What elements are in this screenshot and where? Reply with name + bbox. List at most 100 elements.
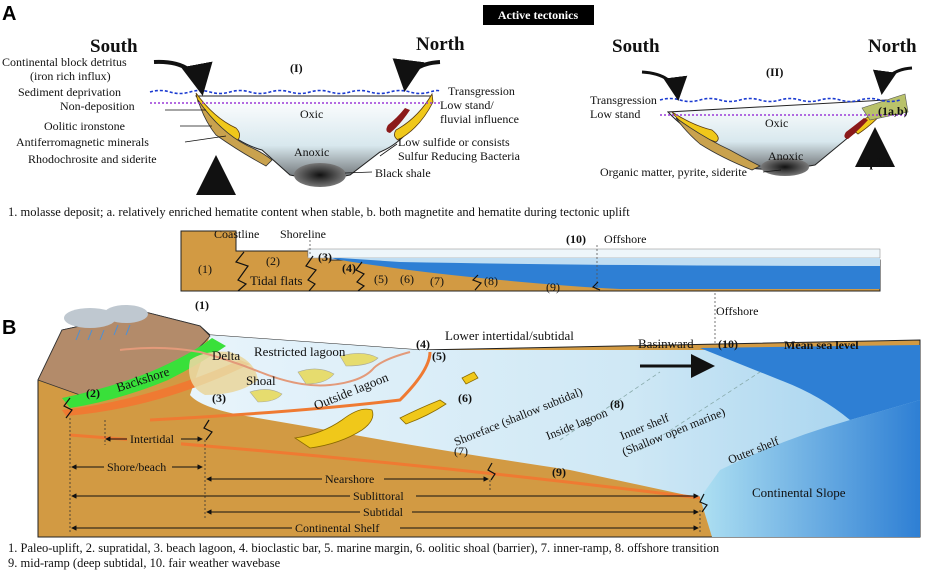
- subtidal-bg: [360, 505, 412, 519]
- zone-nearshore: Nearshore: [325, 472, 374, 486]
- basin-two-molasse: [861, 93, 909, 121]
- b-num-6: (6): [458, 391, 472, 405]
- label-transgression-two: Transgression: [590, 93, 657, 107]
- fault-b1: [63, 397, 73, 419]
- xs-sea: [330, 258, 880, 289]
- basin-one-left-slope: [197, 99, 273, 167]
- label-black-shale: Black shale: [375, 166, 431, 180]
- b-num-5: (5): [432, 349, 446, 363]
- anoxic-two: Anoxic: [768, 149, 803, 163]
- rain-clouds: [64, 305, 148, 341]
- basin-one: [149, 58, 441, 195]
- south-arrow-two: [641, 70, 688, 101]
- b-mean-sea-level: Mean sea level: [784, 338, 859, 352]
- xs-shoreline: Shoreline: [280, 227, 326, 241]
- xs-fault-2: [305, 255, 317, 292]
- panel-b-letter: B: [2, 317, 16, 339]
- label-rhodochrosite: Rhodochrosite and siderite: [28, 152, 157, 166]
- xs-offshore: Offshore: [604, 232, 646, 246]
- north-two: North: [868, 36, 917, 57]
- leader-rhodo: [184, 135, 227, 143]
- label-low-sulfide: Low sulfide or consists: [398, 135, 510, 149]
- anoxic-one: Anoxic: [294, 145, 329, 159]
- b-num-7: (7): [454, 444, 468, 458]
- fault-b3: [487, 462, 496, 481]
- basin-two: [641, 66, 913, 176]
- leader-sulfide: [379, 143, 398, 157]
- label-fluvial: fluvial influence: [440, 112, 519, 126]
- xs-num-8: (8): [484, 274, 498, 288]
- xs-sea-top: [307, 248, 881, 259]
- basin-one-right-redlayer: [386, 108, 410, 133]
- caption-line-2: 9. mid-ramp (deep subtidal, 10. fair wea…: [8, 556, 281, 570]
- panel-a-footnote: 1. molasse deposit; a. relatively enrich…: [8, 205, 630, 219]
- label-organic-matter: Organic matter, pyrite, siderite: [600, 165, 747, 179]
- xs-num-10: (10): [566, 232, 586, 246]
- oolitic-shoal-bar-3: [461, 371, 479, 385]
- xs-num-6: (6): [400, 272, 414, 286]
- xs-fault-3: [355, 261, 366, 292]
- block-sea: [190, 335, 920, 498]
- xs-num-5: (5): [374, 272, 388, 286]
- b-num-3: (3): [212, 391, 226, 405]
- label-oolitic-ironstone: Oolitic ironstone: [44, 119, 125, 133]
- shoal-2: [297, 368, 335, 385]
- xs-fault-4: [471, 274, 483, 291]
- label-low-stand-two: Low stand: [590, 107, 640, 121]
- b-restricted-lagoon: Restricted lagoon: [254, 344, 346, 359]
- xs-num-2: (2): [266, 254, 280, 268]
- panel-a-letter: A: [2, 3, 16, 25]
- south-one: South: [90, 36, 138, 57]
- label-antiferromagnetic: Antiferromagnetic minerals: [16, 135, 149, 149]
- label-non-deposition: Non-deposition: [60, 99, 135, 113]
- b-num-8: (8): [610, 397, 624, 411]
- north-one: North: [416, 34, 465, 55]
- black-shale-blob: [294, 163, 346, 187]
- sediment-deprivation-line: [149, 89, 441, 95]
- b-num-2: (2): [86, 386, 100, 400]
- dash-2: [639, 371, 761, 451]
- zone-shore: Shore/beach: [107, 460, 166, 474]
- basin-two-left-slope: [675, 117, 761, 171]
- b-basinward: Basinward: [638, 336, 694, 351]
- label-low-stand: Low stand/: [440, 98, 494, 112]
- b-num-9: (9): [552, 465, 566, 479]
- banner-text: Active tectonics: [498, 8, 579, 22]
- sublittoral-bg: [350, 489, 416, 503]
- xs-num-7: (7): [430, 274, 444, 288]
- label-iron-rich: (iron rich influx): [30, 69, 111, 83]
- b-offshore: Offshore: [716, 304, 758, 318]
- label-uplift: Uplift: [860, 155, 893, 170]
- transgression-two-line: [659, 97, 901, 103]
- label-transgression-one: Transgression: [448, 84, 515, 98]
- zone-sublittoral: Sublittoral: [353, 489, 404, 503]
- river: [119, 346, 411, 387]
- xs-num-1: (1): [198, 262, 212, 276]
- xs-fault-1: [234, 251, 249, 292]
- xs-tidal-flats: Tidal flats: [250, 273, 303, 288]
- b-num-10: (10): [718, 337, 738, 351]
- fault-b2: [203, 419, 213, 441]
- oxic-one: Oxic: [300, 107, 323, 121]
- label-sediment-deprivation: Sediment deprivation: [18, 85, 121, 99]
- detritus-arrow: [153, 59, 213, 96]
- delta-fan: [189, 351, 258, 395]
- stage-one: (I): [290, 61, 303, 75]
- banner-box: [483, 5, 594, 25]
- label-detritus: Continental block detritus: [2, 55, 127, 69]
- basin-one-right-ironstone: [394, 92, 434, 141]
- b-lower-intertidal: Lower intertidal/subtidal: [445, 328, 574, 343]
- stage-two: (II): [766, 65, 783, 79]
- nearshore-bg: [322, 472, 384, 486]
- shoal-1: [249, 389, 283, 403]
- intertidal-bg: [127, 432, 181, 446]
- oolitic-shoal-bar-2: [399, 399, 447, 425]
- north-arrow-one: [392, 58, 441, 92]
- caption-line-1: 1. Paleo-uplift, 2. supratidal, 3. beach…: [8, 541, 720, 555]
- tag-1ab: (1a,b): [878, 104, 908, 118]
- b-num-4: (4): [416, 337, 430, 351]
- zone-intertidal: Intertidal: [130, 432, 175, 446]
- label-srb: Sulfur Reducing Bacteria: [398, 149, 521, 163]
- block-slope: [700, 400, 920, 537]
- south-two: South: [612, 36, 660, 57]
